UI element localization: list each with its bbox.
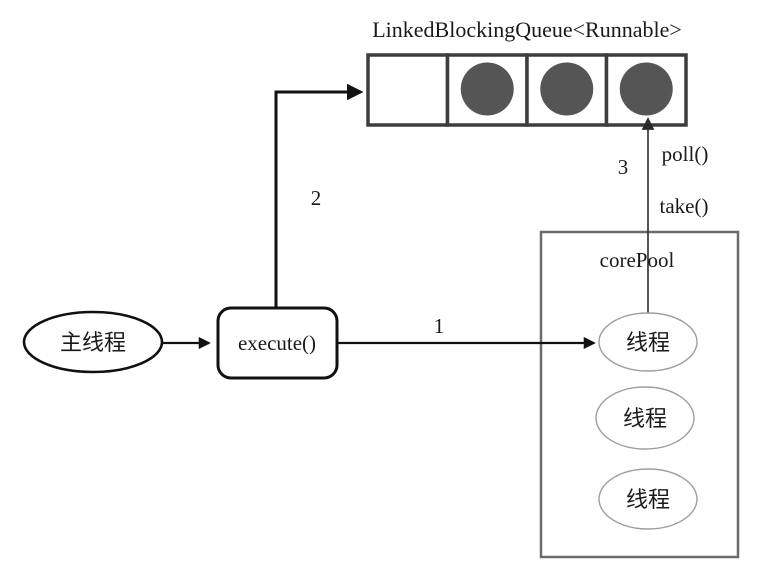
thread-label-3: 线程 [626, 487, 670, 512]
task-circle [619, 62, 673, 116]
queue-title: LinkedBlockingQueue<Runnable> [372, 17, 682, 42]
poll-label: poll() [662, 142, 709, 166]
task-circle [460, 62, 514, 116]
main-thread-label: 主线程 [60, 330, 126, 355]
core-pool-threads: 线程 线程 线程 [595, 312, 698, 530]
edge-label-2: 2 [311, 186, 322, 210]
edge-execute-to-queue [274, 83, 364, 308]
main-thread-ellipse [22, 310, 164, 374]
thread-ellipse-2 [595, 386, 695, 450]
edge-label-3: 3 [618, 155, 629, 179]
take-label: take() [660, 194, 709, 218]
thread-label-1: 线程 [626, 330, 670, 355]
edge-label-1: 1 [434, 314, 445, 338]
thread-label-2: 线程 [623, 406, 667, 431]
execute-label: execute() [238, 331, 316, 355]
blocking-queue [366, 53, 688, 127]
thread-ellipse-3 [598, 468, 698, 530]
core-pool-label: corePool [600, 248, 675, 272]
thread-ellipse-1 [598, 312, 698, 372]
queue-cell [366, 53, 450, 127]
task-circle [540, 62, 594, 116]
